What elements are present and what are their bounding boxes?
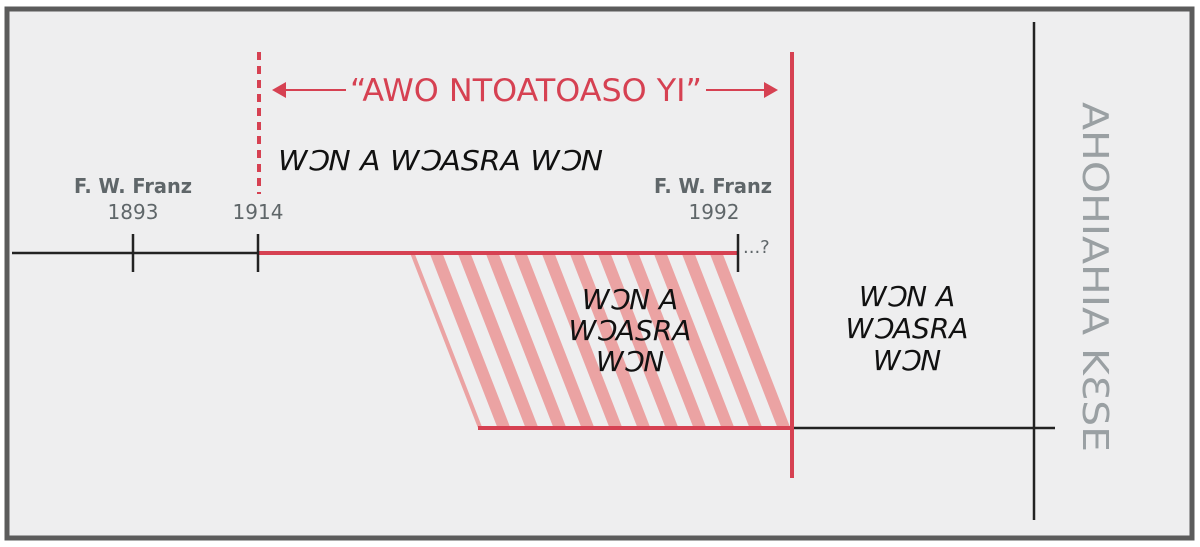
generation-label-right-line-1: WƆN A [859,280,955,313]
marker-name-1893: F. W. Franz [74,174,192,198]
hatch-stripe [514,253,594,428]
hatch-stripe [570,253,650,428]
diagram-frame [4,6,1195,541]
period-arrow-left-head [272,82,286,98]
hatch-stripe [458,253,538,428]
period-label: “AWO NTOATOASO YI” [350,73,702,109]
marker-name-1992: F. W. Franz [654,174,772,198]
generation-label-right-line-2: WƆASRA [846,312,969,345]
period-arrow-right-head [764,82,778,98]
generation-label-hatched-line-1: WƆN A [582,283,678,316]
generation-label-top: WƆN A WƆASRA WƆN [278,144,603,177]
marker-year-1893: 1893 [108,200,159,224]
generation-label-right-line-3: WƆN [873,344,941,377]
end-vertical-label: AHOHIAHIA KƐSE [1074,102,1115,452]
continuation-marker: ...? [743,237,770,258]
hatch-stripe [598,253,678,428]
hatch-stripe [654,253,734,428]
hatch-stripe [682,253,762,428]
marker-year-1992: 1992 [689,200,740,224]
hatch-stripe [542,253,622,428]
hatch-stripe [710,253,790,428]
hatch-stripe [626,253,706,428]
marker-year-1914: 1914 [233,200,284,224]
hatch-stripe [430,253,510,428]
generation-label-hatched-line-3: WƆN [596,345,664,378]
hatch-stripe [486,253,566,428]
generation-label-hatched-line-2: WƆASRA [569,314,692,347]
